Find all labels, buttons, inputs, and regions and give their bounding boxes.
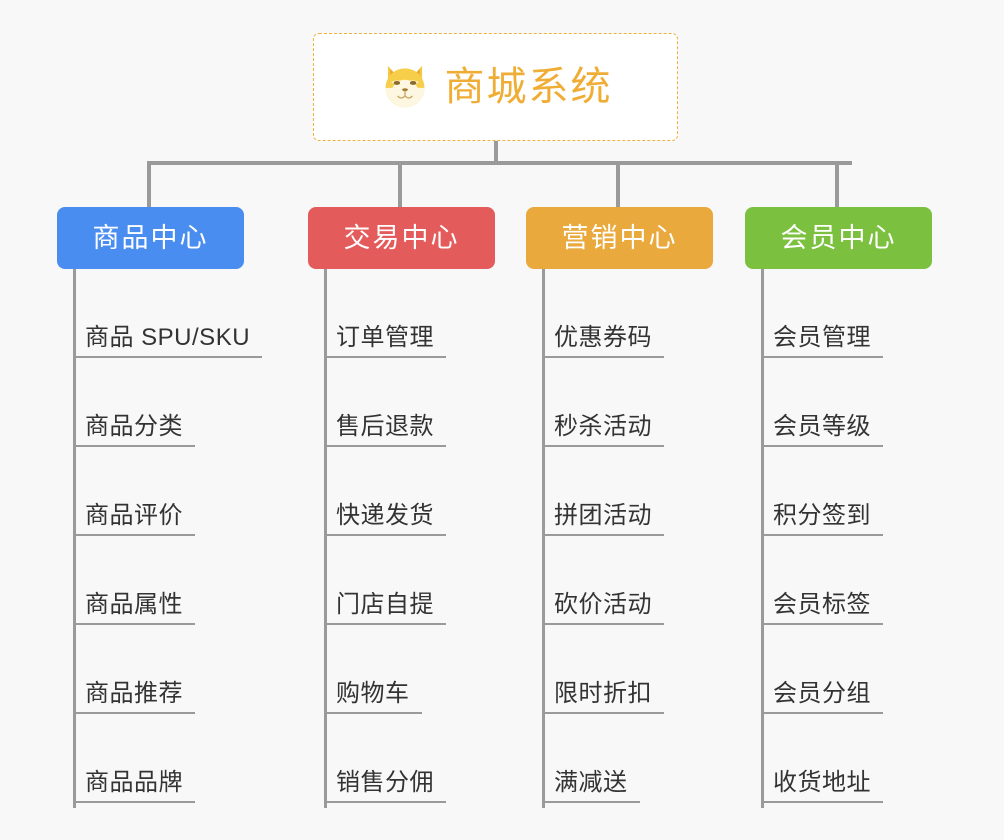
column-member-center: 会员中心会员管理会员等级积分签到会员标签会员分组收货地址	[745, 207, 932, 808]
list-item-underline: 砍价活动	[542, 592, 664, 625]
connector-drop-member-center	[835, 161, 839, 207]
list-item[interactable]: 商品品牌	[73, 714, 195, 803]
branch-line-trade-center	[324, 269, 327, 808]
list-item-underline: 积分签到	[761, 503, 883, 536]
root-node-mall-system[interactable]: 商城系统	[313, 33, 678, 141]
list-item-label: 会员标签	[773, 590, 871, 618]
list-item-label: 商品评价	[85, 501, 183, 529]
list-item-underline: 优惠券码	[542, 325, 664, 358]
list-item-label: 销售分佣	[336, 768, 434, 796]
list-item-label: 会员等级	[773, 412, 871, 440]
column-trade-center: 交易中心订单管理售后退款快递发货门店自提购物车销售分佣	[308, 207, 495, 808]
list-item-label: 收货地址	[773, 768, 871, 796]
connector-drop-trade-center	[398, 161, 402, 207]
list-item-label: 限时折扣	[554, 679, 652, 707]
category-box-marketing-center[interactable]: 营销中心	[526, 207, 713, 269]
list-item[interactable]: 秒杀活动	[542, 358, 664, 447]
list-item-underline: 门店自提	[324, 592, 446, 625]
list-item[interactable]: 订单管理	[324, 269, 446, 358]
list-item-label: 会员分组	[773, 679, 871, 707]
category-label: 交易中心	[343, 222, 460, 253]
branch-line-member-center	[761, 269, 764, 808]
list-item-label: 订单管理	[336, 323, 434, 351]
list-item-label: 商品属性	[85, 590, 183, 618]
list-item-underline: 售后退款	[324, 414, 446, 447]
list-item-underline: 快递发货	[324, 503, 446, 536]
category-label: 会员中心	[780, 222, 897, 253]
list-item[interactable]: 商品 SPU/SKU	[73, 269, 263, 358]
list-item-underline: 订单管理	[324, 325, 446, 358]
list-item-underline: 会员等级	[761, 414, 883, 447]
list-item-label: 优惠券码	[554, 323, 652, 351]
list-item-underline: 收货地址	[761, 770, 883, 803]
connector-horizontal-bus	[151, 161, 852, 165]
list-item-label: 会员管理	[773, 323, 871, 351]
list-item[interactable]: 快递发货	[324, 447, 446, 536]
list-item-label: 满减送	[554, 768, 628, 796]
list-item-underline: 会员管理	[761, 325, 883, 358]
shiba-dog-icon	[385, 65, 424, 108]
list-item[interactable]: 限时折扣	[542, 625, 664, 714]
list-item-label: 快递发货	[336, 501, 434, 529]
list-item[interactable]: 会员管理	[761, 269, 883, 358]
list-item-underline: 拼团活动	[542, 503, 664, 536]
category-box-product-center[interactable]: 商品中心	[57, 207, 244, 269]
list-item-underline: 商品 SPU/SKU	[73, 323, 263, 358]
list-item[interactable]: 会员分组	[761, 625, 883, 714]
category-box-member-center[interactable]: 会员中心	[745, 207, 932, 269]
list-item[interactable]: 收货地址	[761, 714, 883, 803]
list-item[interactable]: 砍价活动	[542, 536, 664, 625]
list-item-underline: 商品品牌	[73, 770, 195, 803]
list-item-label: 售后退款	[336, 412, 434, 440]
connector-drop-product-center	[147, 161, 151, 207]
list-item[interactable]: 会员标签	[761, 536, 883, 625]
list-item-underline: 商品评价	[73, 503, 195, 536]
list-item[interactable]: 商品推荐	[73, 625, 195, 714]
list-item[interactable]: 售后退款	[324, 358, 446, 447]
list-item-underline: 销售分佣	[324, 770, 446, 803]
root-node-title: 商城系统	[444, 65, 613, 109]
list-item[interactable]: 商品属性	[73, 536, 195, 625]
list-item[interactable]: 商品分类	[73, 358, 195, 447]
connector-root-stem	[494, 141, 498, 163]
list-item[interactable]: 门店自提	[324, 536, 446, 625]
column-marketing-center: 营销中心优惠券码秒杀活动拼团活动砍价活动限时折扣满减送	[526, 207, 713, 808]
list-item[interactable]: 优惠券码	[542, 269, 664, 358]
column-product-center: 商品中心商品 SPU/SKU 商品分类商品评价商品属性商品推荐商品品牌	[57, 207, 263, 808]
list-item-underline: 商品分类	[73, 414, 195, 447]
list-item-underline: 商品推荐	[73, 681, 195, 714]
category-label: 商品中心	[92, 222, 209, 253]
list-item-underline: 满减送	[542, 770, 640, 803]
list-item-underline: 商品属性	[73, 592, 195, 625]
category-box-trade-center[interactable]: 交易中心	[308, 207, 495, 269]
connector-drop-marketing-center	[616, 161, 620, 207]
list-item[interactable]: 满减送	[542, 714, 640, 803]
list-item[interactable]: 拼团活动	[542, 447, 664, 536]
list-item-label: 购物车	[336, 679, 410, 707]
list-item-label: 商品 SPU/SKU	[85, 323, 251, 351]
list-item[interactable]: 会员等级	[761, 358, 883, 447]
list-item-label: 积分签到	[773, 501, 871, 529]
list-item[interactable]: 购物车	[324, 625, 422, 714]
list-item-underline: 限时折扣	[542, 681, 664, 714]
list-item[interactable]: 商品评价	[73, 447, 195, 536]
list-item[interactable]: 积分签到	[761, 447, 883, 536]
list-item-underline: 购物车	[324, 681, 422, 714]
list-item-label: 门店自提	[336, 590, 434, 618]
list-item-label: 砍价活动	[554, 590, 652, 618]
list-item-label: 商品品牌	[85, 768, 183, 796]
list-item-underline: 会员标签	[761, 592, 883, 625]
list-item-underline: 秒杀活动	[542, 414, 664, 447]
category-label: 营销中心	[561, 222, 678, 253]
list-item-label: 商品分类	[85, 412, 183, 440]
branch-line-marketing-center	[542, 269, 545, 808]
list-item-underline: 会员分组	[761, 681, 883, 714]
list-item[interactable]: 销售分佣	[324, 714, 446, 803]
list-item-label: 商品推荐	[85, 679, 183, 707]
branch-line-product-center	[73, 269, 76, 808]
list-item-label: 拼团活动	[554, 501, 652, 529]
list-item-label: 秒杀活动	[554, 412, 652, 440]
